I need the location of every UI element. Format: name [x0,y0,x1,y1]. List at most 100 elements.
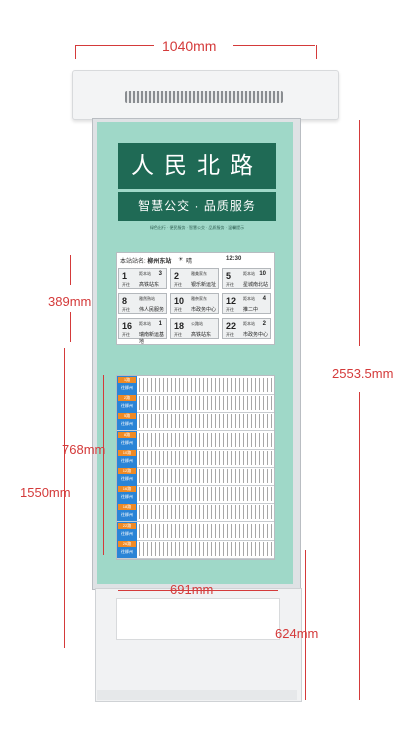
route-stop-list [139,505,272,520]
route-row: 22路往柳州 [117,521,274,541]
tile-destination: 距本站 [243,271,255,276]
route-name: 18路 [118,504,136,511]
route-stop-list [139,396,272,411]
dim-line-panel [64,348,65,648]
route-stop-list [139,541,272,556]
tile-destination: 距本站 [243,296,255,301]
route-name: 10路 [118,449,136,456]
tile-stop: 市政务中心 [243,332,269,338]
route-number: 2 [174,271,180,281]
arrival-tile: 12 距本站 4 开往 推二中 [222,293,271,314]
tile-stop: 星城南北站 [243,282,269,288]
route-name: 1路 [118,377,136,383]
route-row: 8路往柳州 [117,430,274,450]
dim-line-base [305,550,306,700]
canopy-roof [72,70,339,120]
vent-grille [125,91,283,103]
slogan-banner: 智慧公交 · 品质服务 [118,192,276,221]
tile-stop: 瑞南新运基地 [139,332,165,345]
sun-icon: ☀ [178,257,184,263]
route-name: 16路 [118,486,136,493]
dim-tick-left [75,45,76,59]
route-direction: 往柳州 [121,457,133,463]
route-tag: 8路往柳州 [117,430,137,449]
dim-screen-width: 691mm [170,582,214,597]
route-stop-list [139,469,272,483]
route-tag: 1路往柳州 [117,376,137,394]
route-number: 10 [174,296,185,306]
tile-remark: 开往 [174,307,182,312]
weather-text: 晴 [186,259,193,265]
tile-remark: 开往 [226,307,234,312]
route-number: 18 [174,321,185,331]
tile-remark: 开往 [122,307,130,312]
tile-destination: 距本站 [139,321,151,326]
route-row: 5路往柳州 [117,412,274,432]
tile-destination: 雅奈家东 [191,296,207,301]
tile-destination: 雅美家东 [191,271,207,276]
route-direction: 往柳州 [121,439,133,445]
route-number: 5 [226,271,232,281]
tile-stop: 高铁站东 [191,332,212,338]
tile-remark: 开往 [122,332,130,337]
route-name: 5路 [118,413,136,420]
route-number: 8 [122,296,128,306]
route-name: 12路 [118,468,136,474]
dim-line-board-top [70,255,71,285]
tile-remark: 开往 [174,282,182,287]
arrival-tile: 22 距本站 2 开往 市政务中心 [222,318,271,339]
route-stop-list [139,432,272,447]
tile-stop: 银乐新运址 [191,282,217,288]
dim-line-height-top [359,120,360,346]
route-tag: 10路往柳州 [117,448,137,467]
route-row: 18路往柳州 [117,503,274,523]
route-number: 22 [226,321,237,331]
dim-line-width-left [76,45,154,46]
dim-line-width-right [233,45,315,46]
route-direction: 往柳州 [121,512,133,518]
route-direction: 往柳州 [121,385,133,390]
dim-line-height-bottom [359,392,360,700]
route-name: 8路 [118,431,136,438]
dim-panel-height: 1550mm [20,485,71,500]
tile-count: 10 [259,271,266,277]
station-label: 本站站名: [120,259,146,265]
route-tag: 16路往柳州 [117,485,137,504]
station-title: 人民北路 [118,143,276,189]
route-stop-list [139,378,272,392]
route-row: 26路往柳州 [117,539,274,559]
dim-line-screen-width [118,590,278,591]
route-direction: 往柳州 [121,403,133,409]
dim-board-height: 389mm [48,294,92,309]
tile-stop: 推二中 [243,307,259,313]
tile-destination: 距本站 [139,271,151,276]
tile-destination: 距本站 [243,321,255,326]
route-number: 12 [226,296,237,306]
base-opening [116,598,280,640]
route-direction: 往柳州 [121,548,133,554]
route-tag: 5路往柳州 [117,412,137,431]
route-tag: 22路往柳州 [117,521,137,540]
route-name: 22路 [118,522,136,529]
route-tag: 12路往柳州 [117,467,137,485]
tile-count: 1 [158,321,162,327]
tile-remark: 开往 [226,332,234,337]
tile-stop: 伟人民服务 [139,307,165,313]
route-tag: 2路往柳州 [117,394,137,413]
tile-count: 4 [262,296,266,302]
dim-line-route [103,375,104,555]
route-number: 1 [122,271,128,281]
tile-count: 2 [262,321,266,327]
route-direction: 往柳州 [121,494,133,500]
route-name: 2路 [118,395,136,402]
route-direction: 往柳州 [121,476,133,481]
dim-line-board-bottom [70,312,71,342]
route-stop-list [139,450,272,465]
